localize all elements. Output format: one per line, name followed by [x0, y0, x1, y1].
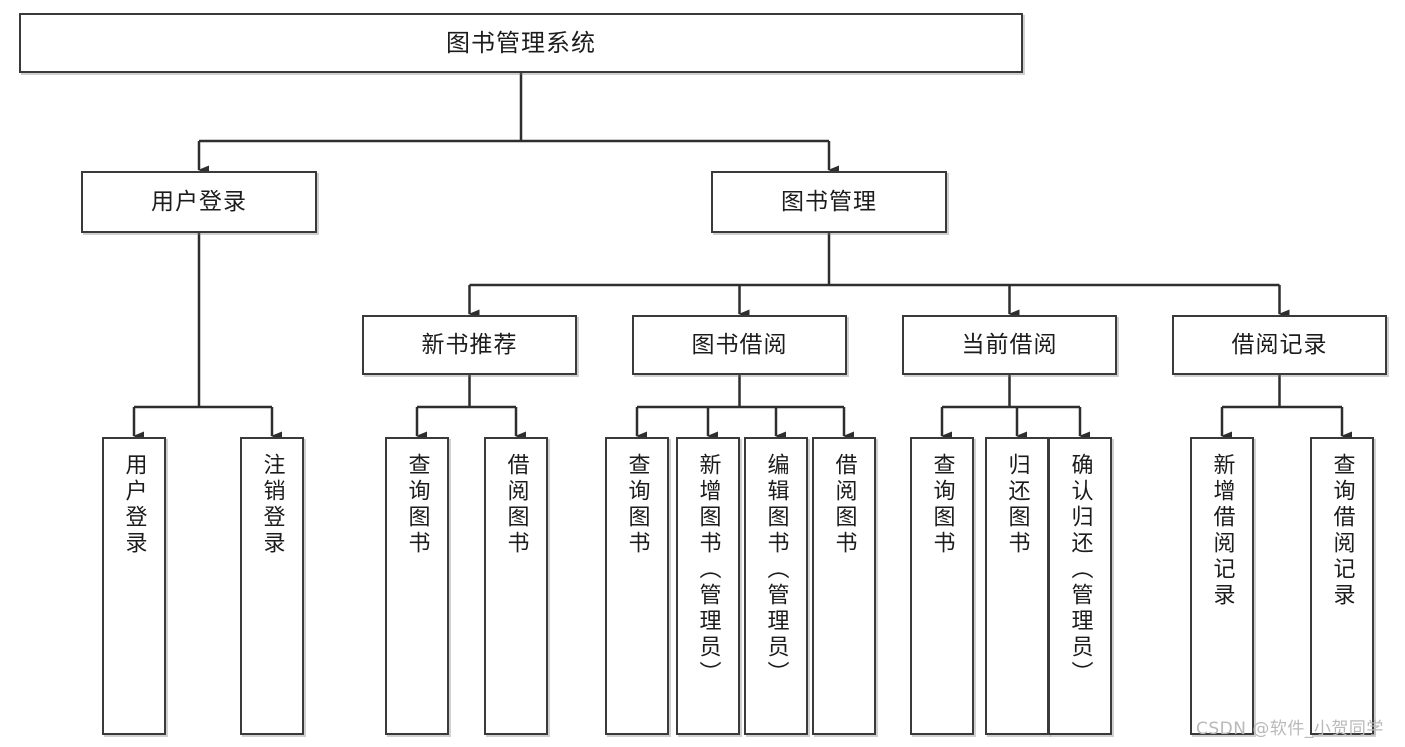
node-current[interactable]: 当前借阅 — [902, 315, 1117, 375]
node-l-return[interactable]: 归还图书 — [985, 437, 1049, 735]
node-l-queryrec[interactable]: 查询借阅记录 — [1310, 437, 1374, 735]
node-label: 归还图书 — [1004, 453, 1030, 557]
node-l-addrec[interactable]: 新增借阅记录 — [1190, 437, 1254, 735]
node-label: 用户登录 — [151, 188, 247, 215]
node-label: 查询图书 — [404, 453, 430, 557]
node-label: 图书借阅 — [691, 331, 788, 358]
node-label: 查询借阅记录 — [1329, 453, 1355, 609]
node-l-logout[interactable]: 注销登录 — [240, 437, 304, 735]
node-login[interactable]: 用户登录 — [81, 171, 317, 233]
node-label: 新增图书（管理员） — [695, 453, 721, 687]
node-label: 新书推荐 — [421, 331, 518, 358]
node-label: 查询图书 — [624, 453, 650, 557]
node-label: 用户登录 — [121, 453, 147, 557]
edges-group — [132, 73, 1352, 441]
node-label: 图书管理 — [781, 188, 877, 215]
node-bookmgmt[interactable]: 图书管理 — [711, 171, 947, 233]
node-label: 编辑图书（管理员） — [763, 453, 789, 687]
node-label: 借阅图书 — [503, 453, 529, 557]
node-l-query3[interactable]: 查询图书 — [910, 437, 974, 735]
node-records[interactable]: 借阅记录 — [1172, 315, 1387, 375]
node-label: 当前借阅 — [961, 331, 1058, 358]
node-l-edit[interactable]: 编辑图书（管理员） — [744, 437, 808, 735]
node-l-borrow2[interactable]: 借阅图书 — [812, 437, 876, 735]
node-label: 注销登录 — [259, 453, 285, 557]
node-label: 确认归还（管理员） — [1067, 453, 1093, 687]
node-l-query2[interactable]: 查询图书 — [605, 437, 669, 735]
csdn-watermark: CSDN @软件_小贺同学 — [1196, 719, 1384, 739]
node-l-query1[interactable]: 查询图书 — [385, 437, 449, 735]
node-label: 借阅记录 — [1231, 331, 1328, 358]
node-label: 借阅图书 — [831, 453, 857, 557]
node-l-borrow1[interactable]: 借阅图书 — [484, 437, 548, 735]
node-borrow[interactable]: 图书借阅 — [632, 315, 847, 375]
node-root[interactable]: 图书管理系统 — [19, 13, 1023, 73]
node-newbook[interactable]: 新书推荐 — [362, 315, 577, 375]
node-label: 图书管理系统 — [446, 29, 596, 57]
node-label: 查询图书 — [929, 453, 955, 557]
node-l-confirm[interactable]: 确认归还（管理员） — [1048, 437, 1112, 735]
node-l-login[interactable]: 用户登录 — [102, 437, 166, 735]
node-label: 新增借阅记录 — [1209, 453, 1235, 609]
node-l-add[interactable]: 新增图书（管理员） — [676, 437, 740, 735]
